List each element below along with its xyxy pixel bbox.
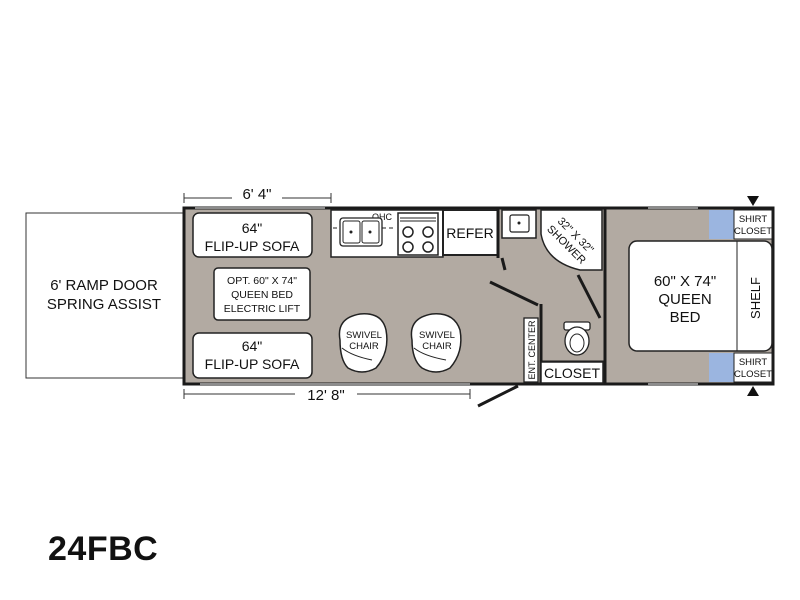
model-number: 24FBC xyxy=(48,530,159,568)
ramp-door xyxy=(25,212,185,379)
shirt-closet-top-line1: SHIRT xyxy=(739,214,768,225)
shelf-label: SHELF xyxy=(748,277,763,319)
bathroom-door xyxy=(489,280,539,307)
queen-bed-label: BED xyxy=(670,309,701,326)
entry-door xyxy=(477,384,519,408)
flip-up-sofa-bottom xyxy=(192,332,313,379)
ohc-label: OHC xyxy=(372,212,393,222)
flip-up-sofa-top xyxy=(192,212,313,258)
shirt-closet-top-accent xyxy=(709,210,734,239)
stove-cooktop xyxy=(397,212,439,256)
kitchen-sink xyxy=(339,217,383,247)
dimension-garage-length xyxy=(183,386,471,404)
closet-label: CLOSET xyxy=(544,365,600,381)
trailer-outer-wall xyxy=(182,206,775,386)
queen-bed-type: QUEEN xyxy=(658,291,711,308)
dimension-garage-width xyxy=(183,184,332,203)
opt-bed-size: OPT. 60" X 74" xyxy=(227,275,297,287)
chair-left-line2: CHAIR xyxy=(349,341,379,352)
chair-left-line1: SWIVEL xyxy=(346,330,382,341)
marker-top-triangle-icon xyxy=(747,196,759,206)
optional-queen-bed xyxy=(213,267,311,321)
shower xyxy=(540,209,603,271)
shirt-closet-top xyxy=(733,209,773,240)
shirt-closet-bottom-line2: CLOSET xyxy=(734,369,772,380)
entertainment-center xyxy=(523,317,539,383)
shirt-closet-bottom xyxy=(733,352,773,383)
marker-bottom-triangle-icon xyxy=(747,386,759,396)
chair-right-line1: SWIVEL xyxy=(419,330,455,341)
shirt-closet-bottom-line1: SHIRT xyxy=(739,357,768,368)
ramp-door-label-line1: 6' RAMP DOOR xyxy=(50,277,158,294)
swivel-chair-right xyxy=(410,313,462,373)
sofa-top-size: 64" xyxy=(242,220,263,236)
sofa-bottom-size: 64" xyxy=(242,338,263,354)
chair-right-line2: CHAIR xyxy=(422,341,452,352)
refer-label: REFER xyxy=(446,225,493,241)
queen-bed xyxy=(628,240,773,352)
dimension-garage-width-label: 6' 4" xyxy=(242,186,271,203)
dimension-garage-length-label: 12' 8" xyxy=(307,387,344,404)
closet xyxy=(540,361,604,384)
queen-bed-size: 60" X 74" xyxy=(654,273,716,290)
sofa-bottom-label: FLIP-UP SOFA xyxy=(205,356,300,372)
sofa-top-label: FLIP-UP SOFA xyxy=(205,238,300,254)
shirt-closet-top-line2: CLOSET xyxy=(734,226,772,237)
ramp-door-label-line2: SPRING ASSIST xyxy=(47,296,161,313)
toilet xyxy=(563,321,591,356)
opt-bed-lift: ELECTRIC LIFT xyxy=(224,303,301,315)
opt-bed-type: QUEEN BED xyxy=(231,289,293,301)
ent-center-label: ENT. CENTER xyxy=(527,320,537,380)
swivel-chair-left xyxy=(338,313,388,373)
shirt-closet-bottom-accent xyxy=(709,353,734,382)
bathroom-sink xyxy=(501,209,537,239)
